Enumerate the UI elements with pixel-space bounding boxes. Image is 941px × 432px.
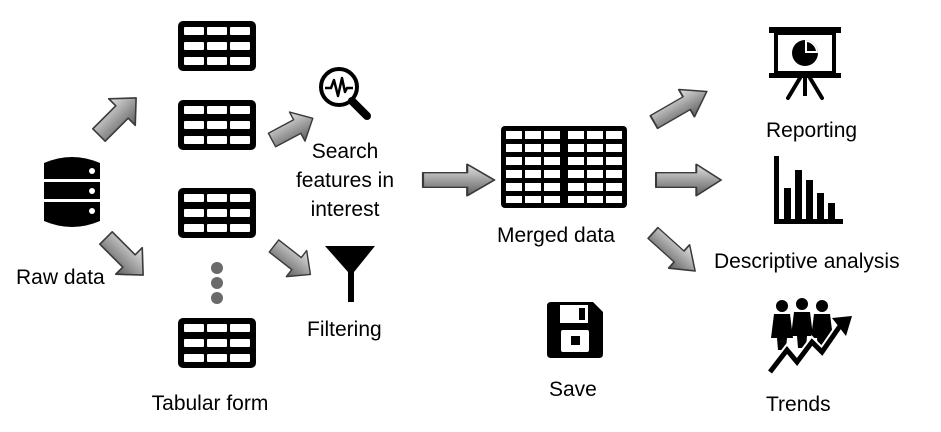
search-features-label: Search features in interest: [295, 140, 395, 221]
arrow-merged-to-descriptive: [654, 163, 723, 197]
tabular-form-label: Tabular form: [151, 392, 269, 415]
funnel-icon: [325, 246, 375, 302]
raw-data-label: Raw data: [16, 266, 105, 289]
merged-tables-icon: [501, 126, 627, 208]
merged-data-label: Merged data: [497, 224, 615, 247]
save-label: Save: [549, 378, 597, 401]
table-icon: [178, 21, 256, 71]
arrow-merged-to-trends: [641, 220, 707, 284]
presentation-board-icon: [769, 27, 841, 100]
arrow-merged-to-reporting: [645, 77, 716, 137]
database-icon: [44, 157, 100, 227]
people-trend-icon: [766, 298, 852, 375]
floppy-disk-icon: [547, 302, 603, 358]
magnifier-waveform-icon: [319, 67, 371, 120]
arrow-search-to-merged: [421, 163, 496, 197]
reporting-label: Reporting: [766, 119, 858, 142]
bar-chart-icon: [774, 156, 843, 224]
table-icon: [178, 100, 256, 150]
trends-label: Trends: [766, 393, 831, 416]
table-icon: [178, 318, 256, 368]
arrow-table-to-filter: [263, 232, 322, 289]
arrow-raw-to-table-top: [84, 83, 151, 150]
filtering-label: Filtering: [307, 318, 382, 341]
descriptive-analysis-label: Descriptive analysis: [714, 250, 900, 273]
table-icon: [178, 188, 256, 238]
vertical-ellipsis-icon: [211, 262, 223, 304]
